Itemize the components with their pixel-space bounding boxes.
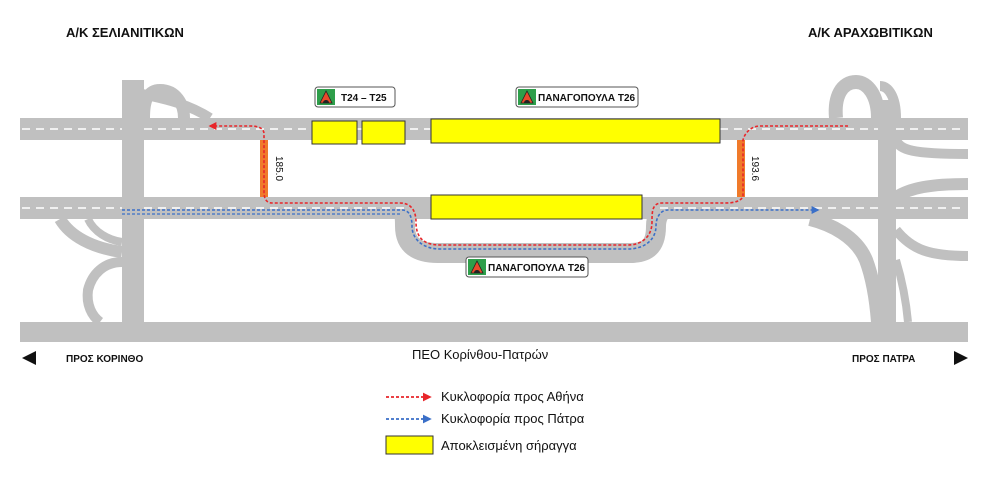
route-to-athens xyxy=(208,122,848,246)
tunnel-t24 xyxy=(311,120,358,145)
crossover-km-left: 185.0 xyxy=(273,156,284,181)
tunnel-sign-top-small: Τ24 – Τ25 xyxy=(314,86,396,108)
tunnel-t26-top xyxy=(430,118,721,144)
legend-label-athens: Κυκλοφορία προς Αθήνα xyxy=(441,389,584,404)
left-ramp-lower-2 xyxy=(84,217,123,246)
left-junction-connector xyxy=(122,80,144,342)
right-ramp-upper-loop xyxy=(828,74,885,119)
route-to-patra xyxy=(122,206,820,250)
road-name: ΠΕΟ Κορίνθου-Πατρών xyxy=(412,347,548,362)
direction-left: ΠΡΟΣ ΚΟΡΙΝΘΟ xyxy=(66,354,143,365)
tunnel-label-t26-top: ΠΑΝΑΓΟΠΟΥΛΑ Τ26 xyxy=(538,93,635,104)
left-ramp-lower-3 xyxy=(82,257,123,326)
legend-swatch-closed xyxy=(385,435,434,455)
junction-right-title: Α/Κ ΑΡΑΧΩΒΙΤΙΚΩΝ xyxy=(808,25,933,40)
tunnel-label-t24-t25: Τ24 – Τ25 xyxy=(341,93,387,104)
junction-left-title: Α/Κ ΣΕΛΙΑΝΙΤΙΚΩΝ xyxy=(66,25,184,40)
right-ramp-lower-4 xyxy=(892,258,912,323)
left-ramp-lower xyxy=(54,215,123,258)
right-ramp-lower-2 xyxy=(892,178,969,203)
legend-label-closed: Αποκλεισμένη σήραγγα xyxy=(441,438,577,453)
right-ramp-upper-2 xyxy=(879,81,901,119)
tunnel-sign-top-large: ΠΑΝΑΓΟΠΟΥΛΑ Τ26 xyxy=(515,86,639,108)
legend-label-patra: Κυκλοφορία προς Πάτρα xyxy=(441,411,585,426)
right-ramp-lower-3 xyxy=(892,226,969,261)
direction-right: ΠΡΟΣ ΠΑΤΡΑ xyxy=(852,354,915,365)
right-crossover xyxy=(737,140,745,197)
arrow-right-icon xyxy=(954,351,968,365)
crossover-km-right: 193.6 xyxy=(749,156,760,181)
left-crossover xyxy=(260,140,268,197)
right-ramp-lower-1 xyxy=(808,212,885,323)
legend: Κυκλοφορία προς Αθήνα Κυκλοφορία προς Πά… xyxy=(385,389,585,455)
tunnel-sign-bottom: ΠΑΝΑΓΟΠΟΥΛΑ Τ26 xyxy=(465,256,589,278)
right-junction-connector xyxy=(878,100,896,322)
tunnel-label-t26-bottom: ΠΑΝΑΓΟΠΟΥΛΑ Τ26 xyxy=(488,263,585,274)
right-ramp-mid xyxy=(891,137,969,159)
left-ramp-upper-loop xyxy=(128,86,213,123)
closed-tunnels xyxy=(311,118,721,220)
arrow-left-icon xyxy=(22,351,36,365)
tunnel-t25 xyxy=(361,120,406,145)
old-national-road xyxy=(20,322,968,342)
tunnel-t26-bottom xyxy=(430,194,643,220)
